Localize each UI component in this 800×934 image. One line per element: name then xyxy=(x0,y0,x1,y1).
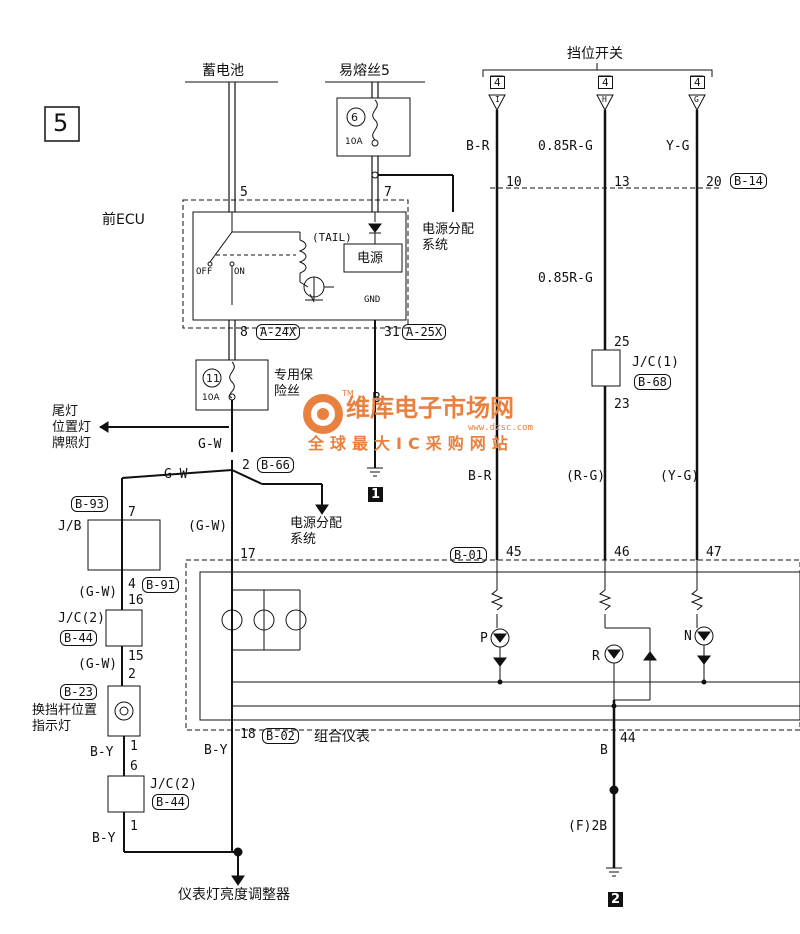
jc1-label: J/C(1) xyxy=(632,355,679,370)
ground-2: 2 xyxy=(608,892,624,907)
connector-f2b: (F)2B xyxy=(568,819,608,834)
ecu-off: OFF xyxy=(196,267,213,277)
watermark-tm: TM xyxy=(342,389,354,398)
watermark-url: www.dzsc.com xyxy=(468,423,534,433)
fuse-dedicated-number: 11 xyxy=(206,372,220,385)
switch-term-i: I xyxy=(495,95,500,104)
jc2-label-a: J/C(2) xyxy=(58,611,105,626)
front-ecu-label: 前ECU xyxy=(102,212,145,228)
wire-b-ecu: B xyxy=(372,391,381,406)
ecu-power: 电源 xyxy=(357,251,384,266)
pin-2: 2 xyxy=(242,458,250,473)
power-distribution-1: 电源分配 系统 xyxy=(422,222,475,254)
pin-4: 4 xyxy=(128,577,136,592)
wire-rg-low: (R-G) xyxy=(566,469,606,484)
wire-yg-top: Y-G xyxy=(666,139,690,154)
ecu-gnd: GND xyxy=(364,295,381,305)
wire-rg-top: 0.85R-G xyxy=(538,139,593,154)
pin-44: 44 xyxy=(620,731,636,746)
connector-b44-a: B-44 xyxy=(60,630,97,646)
connector-b23: B-23 xyxy=(60,684,97,700)
connector-a24x: A-24X xyxy=(256,324,301,340)
switch-term-h: H xyxy=(602,95,607,104)
lever-lamp-label: 换挡杆位置 指示灯 xyxy=(32,703,98,735)
wire-by-2: B-Y xyxy=(204,743,228,758)
wire-gw-5: (G-W) xyxy=(78,657,118,672)
pin-13: 13 xyxy=(614,175,630,190)
connector-b66: B-66 xyxy=(257,457,294,473)
shift-switch-label: 挡位开关 xyxy=(567,46,623,62)
switch-term-g: G xyxy=(694,95,699,104)
connector-b44-b: B-44 xyxy=(152,794,189,810)
fusible-link-label: 易熔丝5 xyxy=(339,63,390,79)
pin-25: 25 xyxy=(614,335,630,350)
pin-1: 1 xyxy=(130,739,138,754)
dimmer-label: 仪表灯亮度调整器 xyxy=(178,887,290,903)
page-number: 5 xyxy=(53,109,69,137)
battery-label: 蓄电池 xyxy=(202,63,244,79)
pin-5: 5 xyxy=(240,185,248,200)
wire-gw-3: (G-W) xyxy=(188,519,228,534)
led-n-label: N xyxy=(684,629,692,644)
watermark-brand: 维库电子市场网 xyxy=(346,394,514,422)
fuse-top-number: 6 xyxy=(351,111,358,124)
wire-br-low: B-R xyxy=(468,469,492,484)
wire-by-3: B-Y xyxy=(92,831,116,846)
fuse-dedicated-label: 专用保险丝 xyxy=(274,368,314,400)
wire-gw-4: (G-W) xyxy=(78,585,118,600)
fuse-top-rating: 10A xyxy=(345,137,363,147)
ground-1: 1 xyxy=(368,487,384,502)
connector-b14: B-14 xyxy=(730,173,767,189)
wire-br-top: B-R xyxy=(466,139,490,154)
connector-b91: B-91 xyxy=(142,577,179,593)
wire-gw-2: G-W xyxy=(164,467,188,482)
tail-lamps-label: 尾灯 位置灯 牌照灯 xyxy=(52,404,92,451)
pin-31: 31 xyxy=(384,325,400,340)
jc2-label-b: J/C(2) xyxy=(150,777,197,792)
wire-yg-low: (Y-G) xyxy=(660,469,700,484)
pin-46: 46 xyxy=(614,545,630,560)
switch-conn-2: 4 xyxy=(598,76,613,89)
wire-rg-mid: 0.85R-G xyxy=(538,271,593,286)
pin-15: 15 xyxy=(128,649,144,664)
pin-23: 23 xyxy=(614,397,630,412)
wire-gw-1: G-W xyxy=(198,437,222,452)
pin-1b: 1 xyxy=(130,819,138,834)
watermark-slogan: 全球最大IC采购网站 xyxy=(308,434,514,453)
connector-a25x: A-25X xyxy=(402,324,447,340)
pin-47: 47 xyxy=(706,545,722,560)
pin-8: 8 xyxy=(240,325,248,340)
ecu-on: ON xyxy=(234,267,245,277)
meter-label: 组合仪表 xyxy=(314,729,370,745)
pin-17: 17 xyxy=(240,547,256,562)
pin-2b: 2 xyxy=(128,667,136,682)
power-distribution-2: 电源分配 系统 xyxy=(290,516,343,548)
connector-b01: B-01 xyxy=(450,547,487,563)
led-p-label: P xyxy=(480,631,488,646)
led-r-label: R xyxy=(592,649,600,664)
pin-10: 10 xyxy=(506,175,522,190)
connector-b02: B-02 xyxy=(262,728,299,744)
connector-b68: B-68 xyxy=(634,374,671,390)
wire-by-1: B-Y xyxy=(90,745,114,760)
switch-conn-1: 4 xyxy=(490,76,505,89)
wire-b-low: B xyxy=(600,743,608,758)
pin-20: 20 xyxy=(706,175,722,190)
ecu-tail: (TAIL) xyxy=(312,231,352,244)
pin-18: 18 xyxy=(240,727,256,742)
jb-label: J/B xyxy=(58,519,82,534)
watermark-logo xyxy=(303,394,343,434)
connector-b93: B-93 xyxy=(71,496,108,512)
pin-16: 16 xyxy=(128,593,144,608)
fuse-dedicated-rating: 10A xyxy=(202,393,220,403)
pin-45: 45 xyxy=(506,545,522,560)
pin-7: 7 xyxy=(384,185,392,200)
pin-6: 6 xyxy=(130,759,138,774)
switch-conn-3: 4 xyxy=(690,76,705,89)
pin-7b: 7 xyxy=(128,505,136,520)
